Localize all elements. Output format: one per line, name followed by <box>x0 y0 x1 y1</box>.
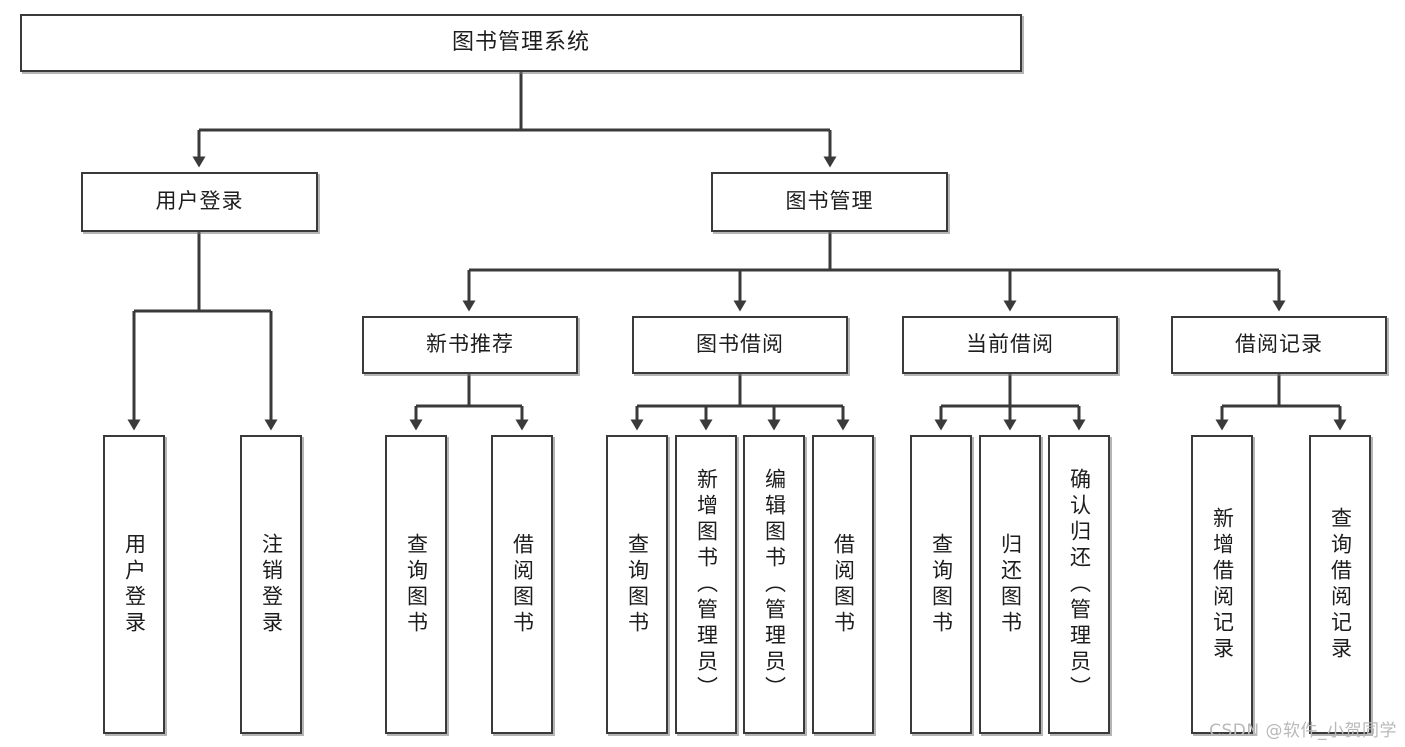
node-borrow-record[interactable]: 借阅记录 <box>1171 316 1387 374</box>
leaf-edit-book-admin-label: 编辑图书（管理员） <box>762 467 787 702</box>
leaf-query-book-current-label: 查询图书 <box>929 532 954 637</box>
leaf-edit-book-admin[interactable]: 编辑图书（管理员） <box>743 435 805 734</box>
leaf-return-book[interactable]: 归还图书 <box>979 435 1041 734</box>
node-root[interactable]: 图书管理系统 <box>20 14 1022 72</box>
node-new-book-recommend-label: 新书推荐 <box>426 332 514 357</box>
leaf-borrow-book-label: 借阅图书 <box>831 532 856 637</box>
leaf-add-book-admin-label: 新增图书（管理员） <box>694 467 719 702</box>
leaf-query-book-recommend-label: 查询图书 <box>404 532 429 637</box>
node-book-management[interactable]: 图书管理 <box>711 172 948 232</box>
leaf-borrow-book[interactable]: 借阅图书 <box>812 435 874 734</box>
node-book-borrow-label: 图书借阅 <box>696 332 784 357</box>
leaf-confirm-return-admin-label: 确认归还（管理员） <box>1067 467 1092 702</box>
leaf-query-borrow-record-label: 查询借阅记录 <box>1328 506 1353 663</box>
node-borrow-record-label: 借阅记录 <box>1235 332 1323 357</box>
node-root-label: 图书管理系统 <box>451 29 590 55</box>
leaf-confirm-return-admin[interactable]: 确认归还（管理员） <box>1048 435 1110 734</box>
leaf-return-book-label: 归还图书 <box>998 532 1023 637</box>
node-current-borrow[interactable]: 当前借阅 <box>902 316 1118 374</box>
leaf-user-login[interactable]: 用户登录 <box>103 435 165 734</box>
leaf-query-book-current[interactable]: 查询图书 <box>910 435 972 734</box>
leaf-query-book-borrow[interactable]: 查询图书 <box>606 435 668 734</box>
leaf-logout[interactable]: 注销登录 <box>240 435 302 734</box>
leaf-logout-label: 注销登录 <box>259 532 284 637</box>
node-current-borrow-label: 当前借阅 <box>966 332 1054 357</box>
node-book-borrow[interactable]: 图书借阅 <box>632 316 848 374</box>
leaf-query-book-borrow-label: 查询图书 <box>625 532 650 637</box>
node-book-management-label: 图书管理 <box>785 189 874 214</box>
leaf-user-login-label: 用户登录 <box>122 532 147 637</box>
leaf-query-borrow-record[interactable]: 查询借阅记录 <box>1309 435 1371 734</box>
leaf-borrow-book-recommend[interactable]: 借阅图书 <box>491 435 553 734</box>
leaf-add-book-admin[interactable]: 新增图书（管理员） <box>675 435 737 734</box>
node-user-login[interactable]: 用户登录 <box>81 172 318 232</box>
node-new-book-recommend[interactable]: 新书推荐 <box>362 316 578 374</box>
leaf-query-book-recommend[interactable]: 查询图书 <box>385 435 447 734</box>
node-user-login-label: 用户登录 <box>155 189 244 214</box>
leaf-borrow-book-recommend-label: 借阅图书 <box>510 532 535 637</box>
leaf-add-borrow-record[interactable]: 新增借阅记录 <box>1191 435 1253 734</box>
leaf-add-borrow-record-label: 新增借阅记录 <box>1210 506 1235 663</box>
